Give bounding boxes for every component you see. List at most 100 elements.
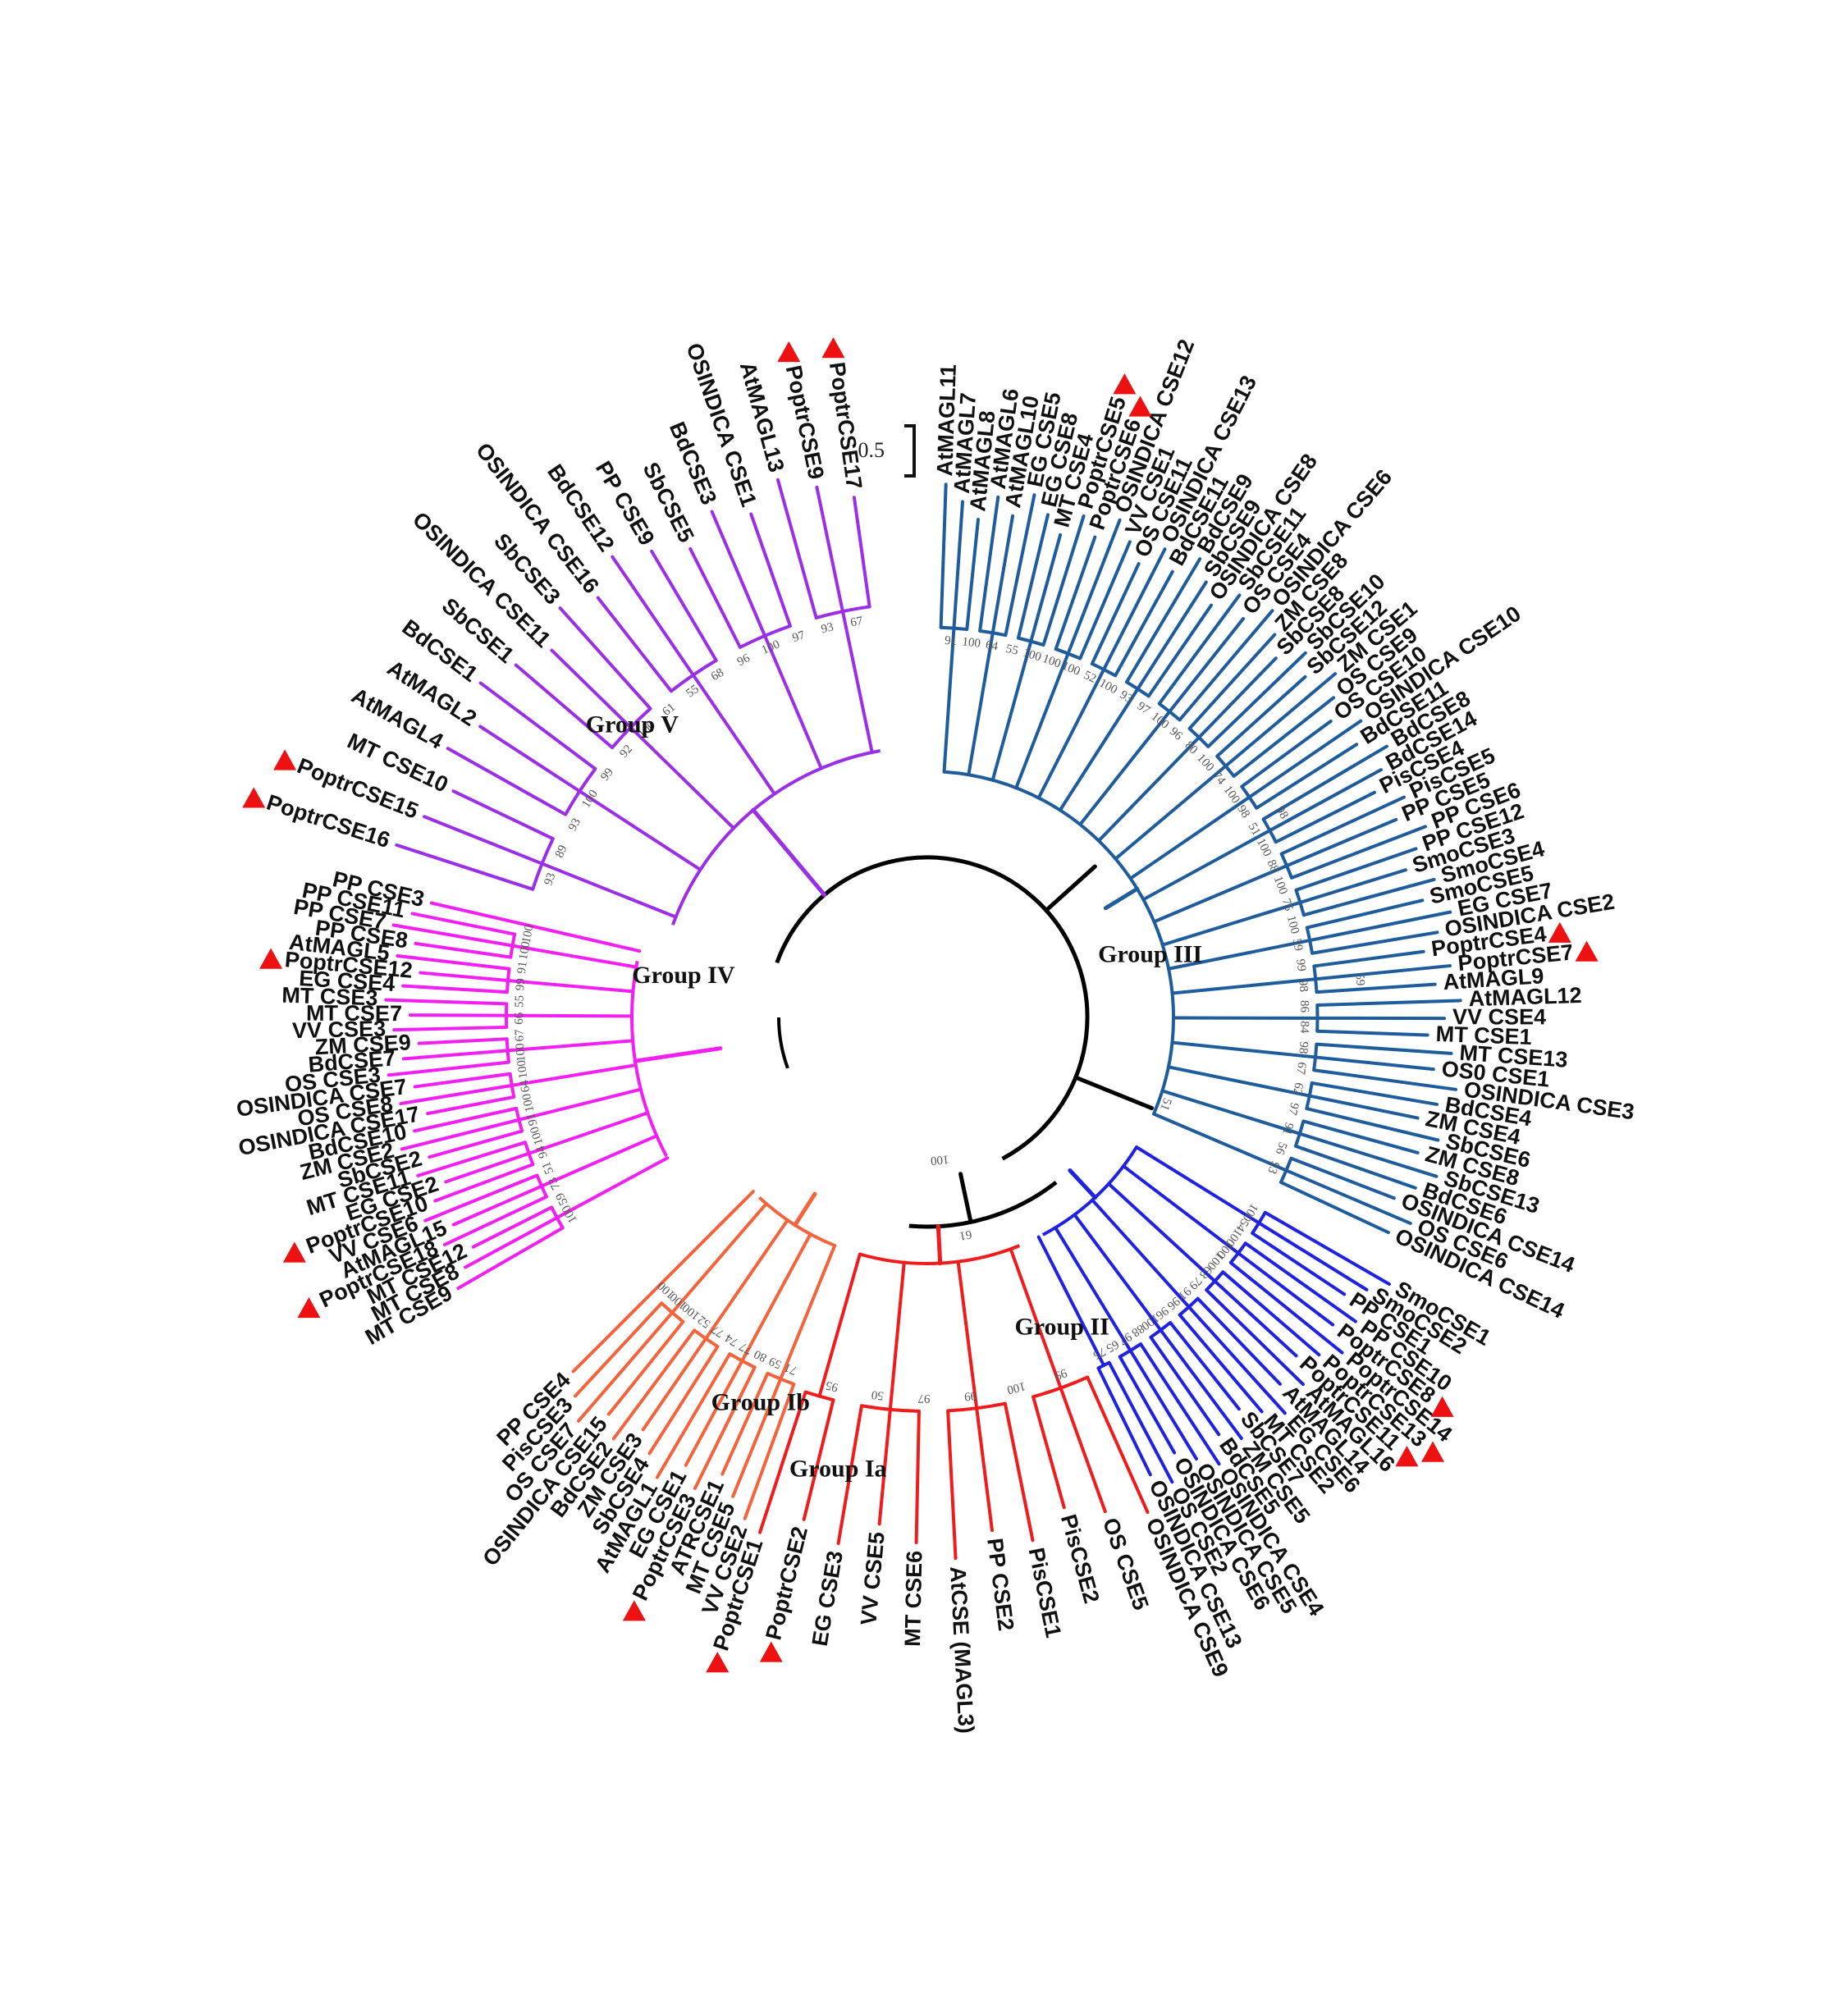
leaf-branch (655, 1352, 732, 1479)
leaf-label: EG CSE3 (807, 1549, 848, 1648)
leaf-branch (428, 1129, 524, 1159)
internal-branch (629, 725, 736, 830)
leaf-branch (1314, 1055, 1435, 1072)
leaf-branch (650, 549, 718, 662)
leaf-branch (1178, 1313, 1264, 1414)
leaf-branch (1310, 1081, 1439, 1106)
bootstrap-value: 84 (1297, 1021, 1311, 1034)
internal-branch (691, 673, 776, 796)
leaf-branch (978, 495, 1000, 633)
bootstrap-value: 66 (513, 1012, 526, 1025)
internal-branch (1058, 687, 1140, 812)
leaf-branch (606, 1319, 685, 1416)
scale-bar: 0.5 (858, 424, 916, 478)
leaf-branch (1206, 651, 1307, 748)
leaf-branch (1066, 518, 1122, 656)
leaf-branch (1224, 672, 1338, 768)
bootstrap-value: 75 (1279, 897, 1296, 912)
bootstrap-value: 93 (1118, 688, 1135, 706)
bootstrap-value: 62 (1290, 1081, 1306, 1096)
bootstrap-value: 96 (1167, 725, 1185, 743)
internal-branch (942, 626, 956, 774)
bootstrap-value: 74 (723, 1331, 741, 1349)
internal-branch (840, 610, 874, 754)
leaf-label: MT CSE3 (281, 983, 378, 1011)
leaf-branch (1305, 898, 1425, 930)
leaf-branch (1114, 569, 1174, 678)
leaf-branch (611, 555, 695, 677)
leaf-label: MT CSE7 (306, 1001, 402, 1026)
internal-branch (505, 1039, 635, 1053)
internal-branch (515, 921, 642, 953)
leaf-branch (1146, 603, 1214, 698)
leaf-branch (409, 1013, 509, 1017)
poplar-gene-marker-icon (242, 787, 266, 808)
leaf-branch (1232, 696, 1336, 778)
group-label: Group III (1098, 940, 1202, 967)
poplar-gene-marker-icon (297, 1296, 321, 1319)
bootstrap-value: 99 (514, 978, 528, 991)
leaf-branch (1139, 1342, 1221, 1466)
backbone-arc (777, 1017, 789, 1069)
internal-branch (888, 1260, 906, 1411)
bootstrap-value: 97 (917, 1392, 931, 1405)
scale-bar-label: 0.5 (858, 438, 885, 462)
internal-branch (1014, 651, 1070, 790)
leaf-branch (965, 518, 980, 631)
leaf-branch (611, 1328, 697, 1441)
bootstrap-value: 100 (520, 1092, 537, 1113)
internal-branch (967, 631, 995, 777)
bootstrap-value: 61 (958, 1227, 973, 1242)
leaf-branch (571, 1291, 653, 1374)
internal-branch (763, 633, 823, 770)
leaf-branch (1228, 1260, 1344, 1355)
bootstrap-value: 94 (534, 1144, 551, 1160)
bootstrap-value: 86 (1297, 1000, 1311, 1013)
bootstrap-value: 55 (513, 995, 527, 1008)
leaf-label: VV CSE4 (1452, 1004, 1546, 1029)
bootstrap-value: 65 (1104, 1337, 1121, 1355)
leaf-branch (419, 971, 510, 982)
poplar-gene-marker-icon (1113, 373, 1137, 395)
internal-branch (1141, 829, 1272, 902)
bootstrap-value: 97 (791, 629, 807, 645)
poplar-gene-marker-icon (1395, 1446, 1419, 1467)
bootstrap-value: 93 (566, 816, 583, 834)
leaf-branch (456, 1226, 565, 1290)
bootstrap-value: 100 (760, 638, 782, 657)
bootstrap-value: 98 (1234, 803, 1252, 821)
leaf-branch (1004, 493, 1036, 638)
leaf-branch (1240, 719, 1333, 789)
leaf-branch (815, 485, 844, 614)
leaf-branch (410, 912, 517, 936)
leaf-branch (1298, 868, 1407, 904)
bootstrap-value: 91 (515, 961, 530, 975)
leaf-branch (1041, 514, 1086, 647)
leaf-branch (1279, 1180, 1390, 1235)
leaf-branch (946, 1409, 958, 1561)
bootstrap-value: 100 (1006, 1379, 1027, 1397)
leaf-branch (1168, 617, 1246, 714)
leaf-branch (1078, 540, 1132, 661)
leaf-branch (1315, 982, 1437, 994)
internal-branch (1122, 1164, 1240, 1255)
leaf-branch (451, 789, 555, 841)
poplar-gene-marker-icon (1430, 1396, 1454, 1417)
leaf-branch (720, 1371, 770, 1476)
internal-branch (740, 1232, 812, 1363)
leaf-branch (1247, 719, 1363, 799)
leaf-branch (1205, 1288, 1305, 1387)
leaf-branch (574, 1301, 664, 1398)
bootstrap-value: 75 (1091, 1344, 1108, 1361)
bootstrap-value: 93 (820, 620, 835, 636)
leaf-branch (1107, 1360, 1174, 1484)
leaf-branch (1251, 1231, 1347, 1296)
bootstrap-value: 74 (1210, 770, 1228, 788)
leaf-branch (975, 1406, 994, 1533)
leaf-branch (1243, 1241, 1357, 1323)
internal-branch (1134, 1145, 1261, 1225)
leaf-branch (710, 510, 767, 638)
leaf-branch (1294, 847, 1418, 892)
leaf-branch (684, 1359, 744, 1467)
internal-branch (1091, 1198, 1191, 1309)
